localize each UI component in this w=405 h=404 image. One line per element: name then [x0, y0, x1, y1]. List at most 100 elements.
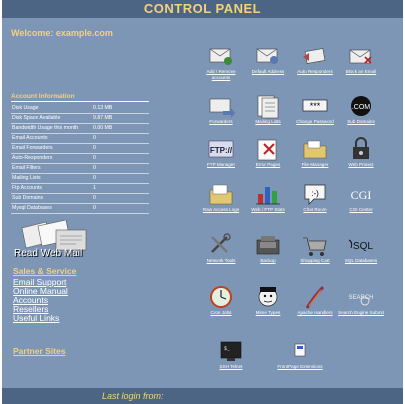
- page-title: CONTROL PANEL: [2, 0, 403, 18]
- account-info-label: Email Forwarders: [12, 145, 53, 151]
- account-info-label: Mailing Lists: [12, 175, 41, 181]
- feature-tile[interactable]: SQL SQL Databases: [338, 232, 384, 272]
- account-info-label: Disk Space Available: [12, 115, 61, 121]
- mail-add-icon: [209, 48, 232, 65]
- feature-tile-label: Chat Room: [303, 207, 327, 212]
- resellers-link[interactable]: Resellers: [13, 304, 49, 314]
- tools-icon: [211, 233, 231, 253]
- feature-tile[interactable]: CGI CGI Center: [338, 181, 384, 221]
- feature-tile[interactable]: Default Address: [245, 43, 291, 83]
- accounts-link[interactable]: Accounts: [13, 295, 48, 305]
- feature-tile-label: Auto Responders: [297, 69, 333, 74]
- feature-tile[interactable]: Network Tools: [198, 232, 244, 272]
- feature-tile-label: Sub Domains: [347, 119, 375, 124]
- main-panel: Welcome: example.com Account Information…: [2, 18, 403, 388]
- account-info-value: 0: [93, 135, 96, 141]
- mime-icon: [258, 287, 278, 307]
- svg-text:CGI: CGI: [351, 188, 372, 202]
- svg-text:SQL: SQL: [353, 241, 373, 252]
- account-info-label: Bandwidth Usage this month: [12, 125, 79, 131]
- feature-tile-label: Change Password: [296, 119, 334, 124]
- online-manual-link[interactable]: Online Manual: [13, 286, 68, 296]
- webmail-icon[interactable]: [16, 220, 92, 258]
- feature-tile[interactable]: Raw Access Logs: [198, 181, 244, 221]
- feature-tile[interactable]: *** Change Password: [292, 93, 338, 133]
- feature-tile-label: CGI Center: [349, 207, 373, 212]
- sql-icon: SQL: [348, 239, 373, 252]
- account-info-value: 0: [93, 205, 96, 211]
- feature-tile[interactable]: Web Protect: [338, 136, 384, 176]
- feature-tile[interactable]: Auto Responders: [292, 43, 338, 83]
- account-info-label: Email Accounts: [12, 135, 48, 141]
- feature-tile-label: FTP Manager: [207, 162, 235, 167]
- feature-tile-label: Search Engine Submit: [338, 310, 384, 315]
- feature-tile-label: Raw Access Logs: [202, 207, 240, 212]
- feature-tile[interactable]: Forwarders: [198, 93, 244, 133]
- feature-tile-label: File Manager: [301, 162, 329, 167]
- feature-tile[interactable]: :-)Chat Room: [292, 181, 338, 221]
- feature-tile-label: Mailing Lists: [255, 119, 281, 124]
- svg-text:SEARCH: SEARCH: [348, 295, 373, 301]
- email-support-link[interactable]: Email Support: [13, 277, 67, 287]
- account-info-value: 0: [93, 165, 96, 171]
- webmail-link[interactable]: Read Web Mail: [14, 248, 83, 259]
- terminal-icon: $_: [220, 341, 242, 361]
- feature-tile[interactable]: Web / FTP Stats: [245, 181, 291, 221]
- sales-service-title: Sales & Service: [13, 266, 77, 276]
- feature-tile[interactable]: Mailing Lists: [245, 93, 291, 133]
- feature-tile-label: Mime Types: [255, 310, 281, 315]
- last-login-text: Last login from:: [102, 391, 164, 401]
- feature-tile[interactable]: SEARCH Search Engine Submit: [338, 284, 384, 324]
- feature-tile-label: Default Address: [251, 69, 285, 74]
- feature-tile[interactable]: Block an Email: [338, 43, 384, 83]
- feature-tile[interactable]: $_ SSH Telnet: [208, 338, 254, 378]
- mail-default-icon: [256, 48, 278, 64]
- account-info-row: Bandwidth Usage this month 0.00 MB: [11, 124, 149, 134]
- lock-icon: [353, 137, 369, 159]
- feature-tile-label: Backup: [260, 258, 276, 263]
- forwarder-icon: [209, 98, 235, 118]
- feature-tile[interactable]: File Manager: [292, 136, 338, 176]
- ftp-icon: FTP://: [208, 140, 234, 158]
- account-info-value: 0: [93, 155, 96, 161]
- mailing-list-icon: [257, 95, 279, 119]
- account-info-row: Email Filters 0: [11, 164, 149, 174]
- account-info-value: 0: [93, 145, 96, 151]
- account-info-value: 1: [93, 185, 96, 191]
- feature-tile-label: Shopping Cart: [300, 258, 330, 263]
- backup-icon: [256, 236, 280, 255]
- file-manager-icon: [303, 140, 327, 159]
- stats-icon: [256, 187, 280, 205]
- feature-tile[interactable]: Backup: [245, 232, 291, 272]
- useful-links-link[interactable]: Useful Links: [13, 313, 60, 323]
- account-info-label: Auto-Responders: [12, 155, 53, 161]
- feature-tile[interactable]: FTP:// FTP Manager: [198, 136, 244, 176]
- feature-tile[interactable]: Error Pages: [245, 136, 291, 176]
- password-icon: ***: [302, 99, 328, 112]
- feature-tile[interactable]: FrontPage Extensions: [277, 338, 323, 378]
- frontpage-icon: [294, 343, 306, 357]
- apache-icon: [305, 285, 325, 309]
- account-info-label: Email Filters: [12, 165, 41, 171]
- feature-tile[interactable]: Cron Jobs: [198, 284, 244, 324]
- feature-tile-label: Add / Remove accounts: [206, 69, 236, 80]
- feature-tile[interactable]: Add / Remove accounts: [198, 43, 244, 83]
- feature-tile[interactable]: Shopping Cart: [292, 232, 338, 272]
- feature-tile[interactable]: Apache Handlers: [292, 284, 338, 324]
- feature-tile-label: SQL Databases: [344, 258, 378, 263]
- account-info-value: 0.13 MB: [93, 105, 113, 111]
- feature-tile[interactable]: Mime Types: [245, 284, 291, 324]
- account-info-value: 0.00 MB: [93, 125, 113, 131]
- account-info-title: Account Information: [11, 93, 149, 102]
- feature-tile-label: Apache Handlers: [297, 310, 333, 315]
- cron-icon: [210, 286, 232, 308]
- partner-sites-link[interactable]: Partner Sites: [13, 346, 66, 356]
- feature-tile-label: SSH Telnet: [219, 364, 243, 369]
